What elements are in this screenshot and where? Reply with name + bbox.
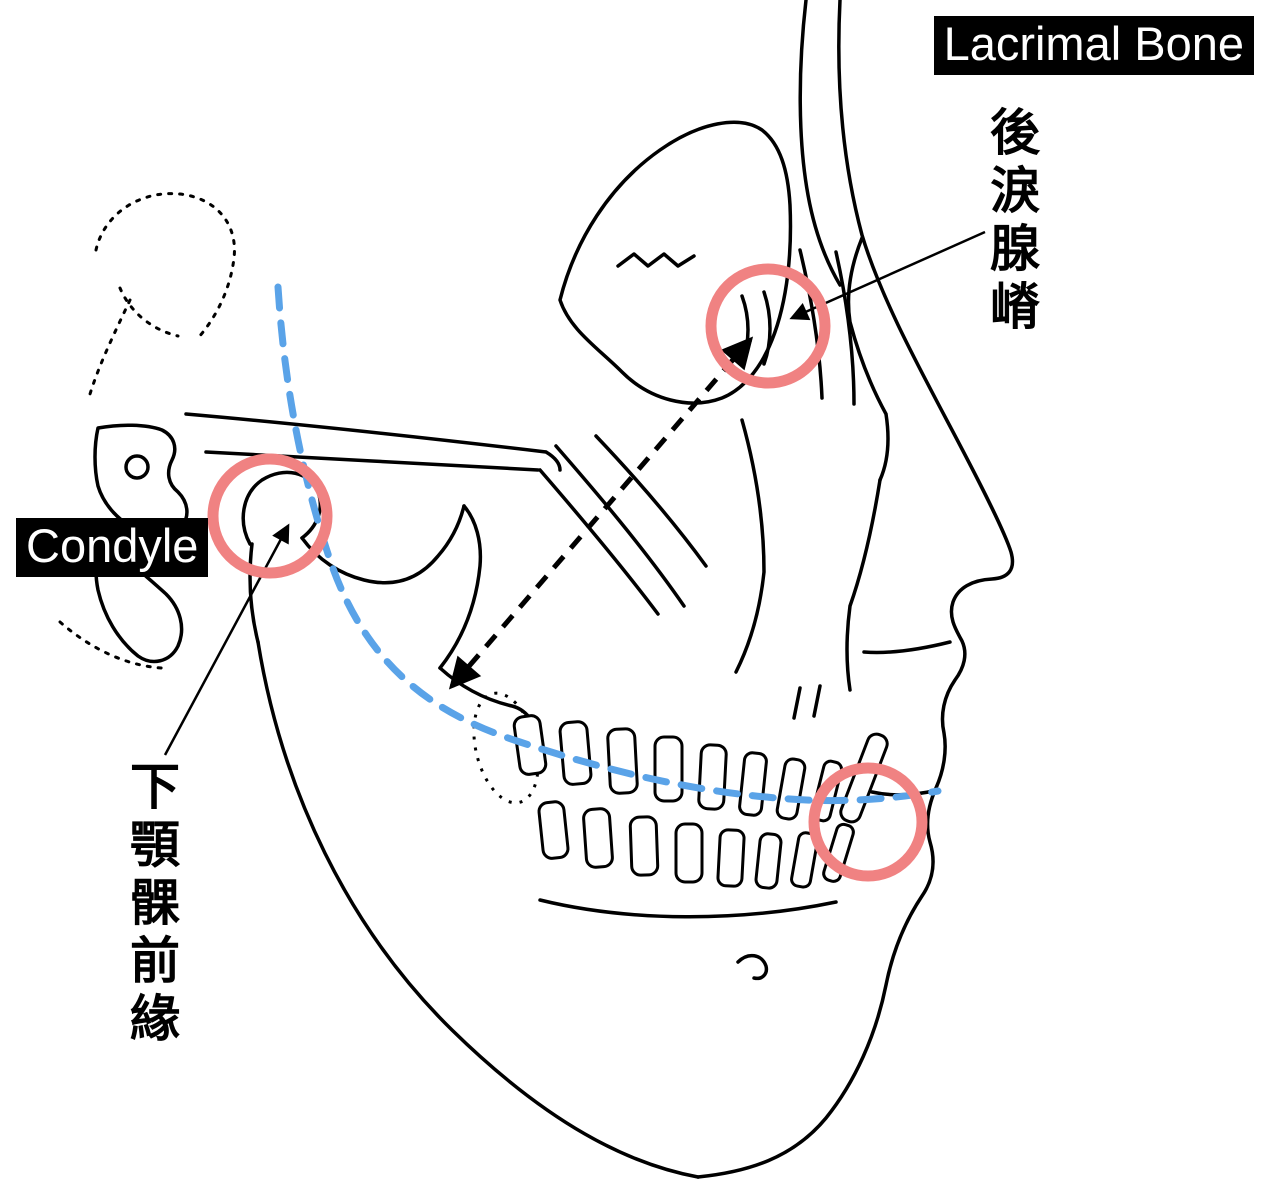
skull-line-art <box>58 0 1015 1179</box>
ear-pinna-tail-dotted <box>88 298 132 396</box>
lacrimal-crest-detail <box>740 290 772 366</box>
label-lacrimal-bone: Lacrimal Bone <box>933 16 1254 75</box>
dashed-measure-arrow <box>448 336 754 690</box>
orbital-suture-zigzag <box>616 252 696 268</box>
lower-alveolar-line <box>538 898 838 919</box>
label-condyle-anterior-border: 下顎髁前緣 <box>123 760 179 1050</box>
frontal-process-lines <box>798 248 856 406</box>
nasal-bone-lines <box>846 236 890 482</box>
occlusal-plane-curve <box>274 283 942 805</box>
highlight-circle-lacrimal-crest <box>705 263 831 389</box>
maxilla-hatch-lines <box>538 434 708 616</box>
ear-pinna-dotted <box>94 192 236 340</box>
label-condyle: Condyle <box>16 518 209 577</box>
chin-dimple <box>736 953 769 981</box>
coronoid-process <box>438 504 483 670</box>
nasal-aperture-lines <box>734 418 882 692</box>
highlight-circle-condyle <box>207 453 333 579</box>
label-posterior-lacrimal-crest: 後淚腺嵴 <box>983 106 1039 338</box>
ear-canal-outline <box>93 423 189 539</box>
lower-teeth <box>537 800 855 890</box>
highlight-circle-incisors <box>808 762 928 882</box>
frontal-bone-inner-line <box>798 0 842 287</box>
ear-canal-opening <box>124 454 150 480</box>
ear-pinna-inner-dotted <box>118 286 180 338</box>
leader-line-condyle <box>163 523 290 756</box>
face-profile-outline <box>696 0 1015 1179</box>
styloid-dotted <box>58 620 164 670</box>
mandible-inferior-border <box>256 640 700 1179</box>
mastoid-outline <box>94 534 184 664</box>
alveolar-tick-marks <box>792 684 822 720</box>
